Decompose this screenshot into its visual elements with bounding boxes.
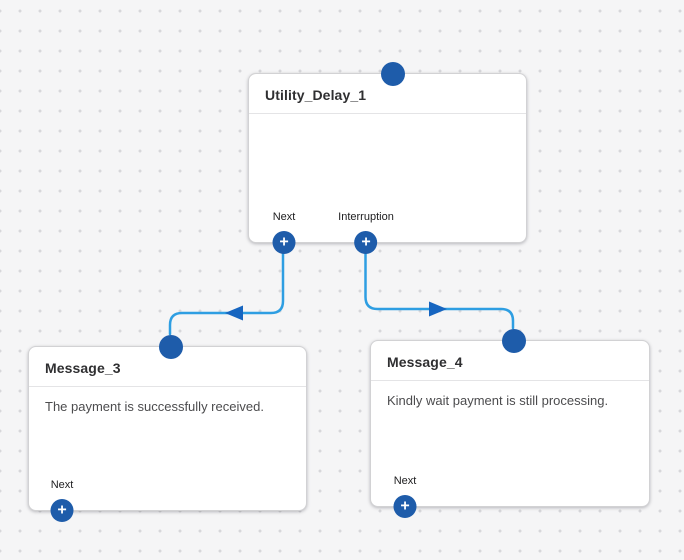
port-label-next: Next	[50, 479, 74, 491]
node-title: Utility_Delay_1	[249, 74, 526, 114]
edge-arrow-right-icon	[429, 301, 447, 317]
add-step-next-button[interactable]: +	[50, 499, 74, 522]
plus-icon: +	[361, 233, 371, 251]
add-step-next-button[interactable]: +	[393, 495, 417, 518]
input-connection-port[interactable]	[159, 335, 183, 359]
plus-icon: +	[400, 497, 410, 515]
node-body: Kindly wait payment is still processing.	[387, 393, 609, 408]
port-label-next: Next	[393, 475, 417, 487]
node-message-3[interactable]: Message_3 The payment is successfully re…	[28, 335, 307, 522]
node-utility-delay-1[interactable]: Utility_Delay_1 Next + Interruption +	[248, 62, 527, 254]
plus-icon: +	[57, 501, 67, 519]
output-port-interruption: Interruption +	[338, 211, 394, 254]
plus-icon: +	[279, 233, 289, 251]
port-label-interruption: Interruption	[338, 211, 394, 223]
output-port-next: Next +	[393, 475, 417, 518]
edge-arrow-left-icon	[225, 305, 243, 321]
node-title: Message_4	[371, 341, 649, 381]
node-message-4[interactable]: Message_4 Kindly wait payment is still p…	[370, 329, 650, 518]
add-step-next-button[interactable]: +	[272, 231, 296, 254]
node-body: The payment is successfully received.	[45, 399, 264, 414]
output-port-next: Next +	[272, 211, 296, 254]
output-port-next: Next +	[50, 479, 74, 522]
input-connection-port[interactable]	[502, 329, 526, 353]
add-step-interruption-button[interactable]: +	[354, 231, 378, 254]
edge-interruption-to-message4[interactable]	[364, 248, 515, 330]
node-title: Message_3	[29, 347, 306, 387]
port-label-next: Next	[272, 211, 296, 223]
edge-next-to-message3[interactable]	[168, 248, 285, 336]
input-connection-port[interactable]	[381, 62, 405, 86]
